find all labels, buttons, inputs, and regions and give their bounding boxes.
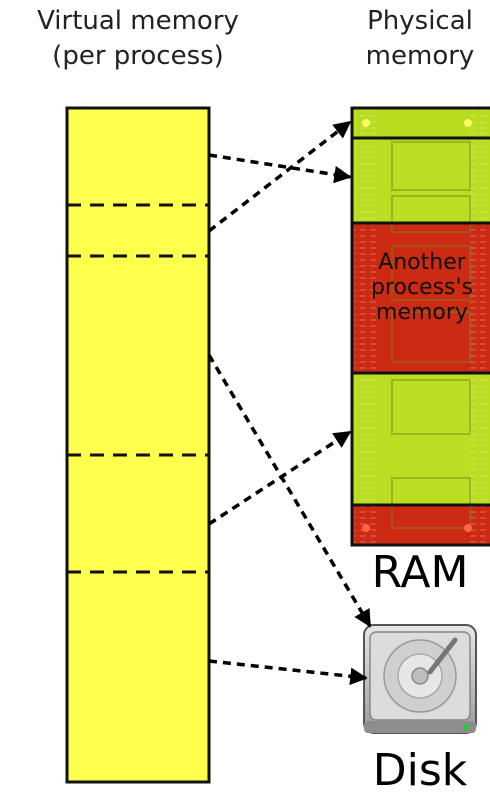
page-boundaries bbox=[67, 203, 209, 574]
virtual-memory-title-line1: Virtual memory bbox=[37, 6, 239, 36]
virtual-memory-title: Virtual memory (per process) bbox=[0, 4, 276, 74]
other-process-memory-label: Another process's memory bbox=[352, 250, 490, 325]
other-line2: process's bbox=[370, 275, 474, 300]
arrow-page4-to-ram bbox=[208, 430, 352, 526]
physical-memory-title-line2: memory bbox=[365, 41, 475, 71]
hard-drive-icon bbox=[363, 624, 477, 734]
mapping-arrows bbox=[207, 120, 372, 686]
other-line3: memory bbox=[376, 300, 468, 325]
ram-label: RAM bbox=[371, 547, 469, 598]
other-line1: Another bbox=[378, 250, 466, 275]
arrow-page1-to-ram bbox=[208, 153, 352, 184]
arrow-page5-to-disk bbox=[208, 659, 368, 686]
ram-chip-icon bbox=[350, 106, 490, 547]
arrow-page3-to-disk bbox=[207, 354, 372, 628]
physical-memory-title-line1: Physical bbox=[367, 6, 473, 36]
virtual-memory-title-line2: (per process) bbox=[52, 41, 224, 71]
physical-memory-title: Physical memory bbox=[345, 4, 490, 74]
virtual-memory-block bbox=[65, 106, 211, 784]
arrow-page2-to-ram bbox=[207, 120, 352, 233]
disk-label: Disk bbox=[372, 745, 468, 796]
